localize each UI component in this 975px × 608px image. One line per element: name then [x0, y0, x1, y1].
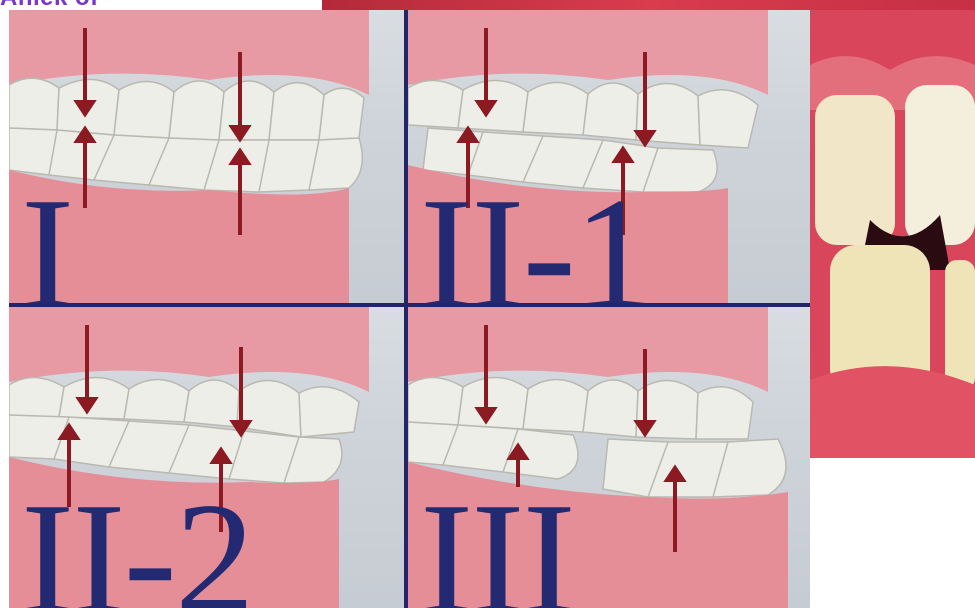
top-photo-strip — [322, 0, 975, 10]
class-label-i: I — [21, 173, 72, 303]
class-label-ii-2: II-2 — [21, 478, 253, 608]
classification-grid: I — [9, 10, 810, 608]
intraoral-photo — [810, 10, 975, 458]
class-label-iii: III — [420, 478, 574, 608]
partial-heading-text: Aniek of — [0, 0, 320, 8]
panel-class-ii-2: II-2 — [9, 307, 404, 608]
panel-class-i: I — [9, 10, 404, 303]
panel-class-ii-1: II-1 — [408, 10, 810, 303]
teeth-photo-illustration — [810, 10, 975, 458]
panel-class-iii: III — [408, 307, 810, 608]
class-label-ii-1: II-1 — [420, 173, 652, 303]
